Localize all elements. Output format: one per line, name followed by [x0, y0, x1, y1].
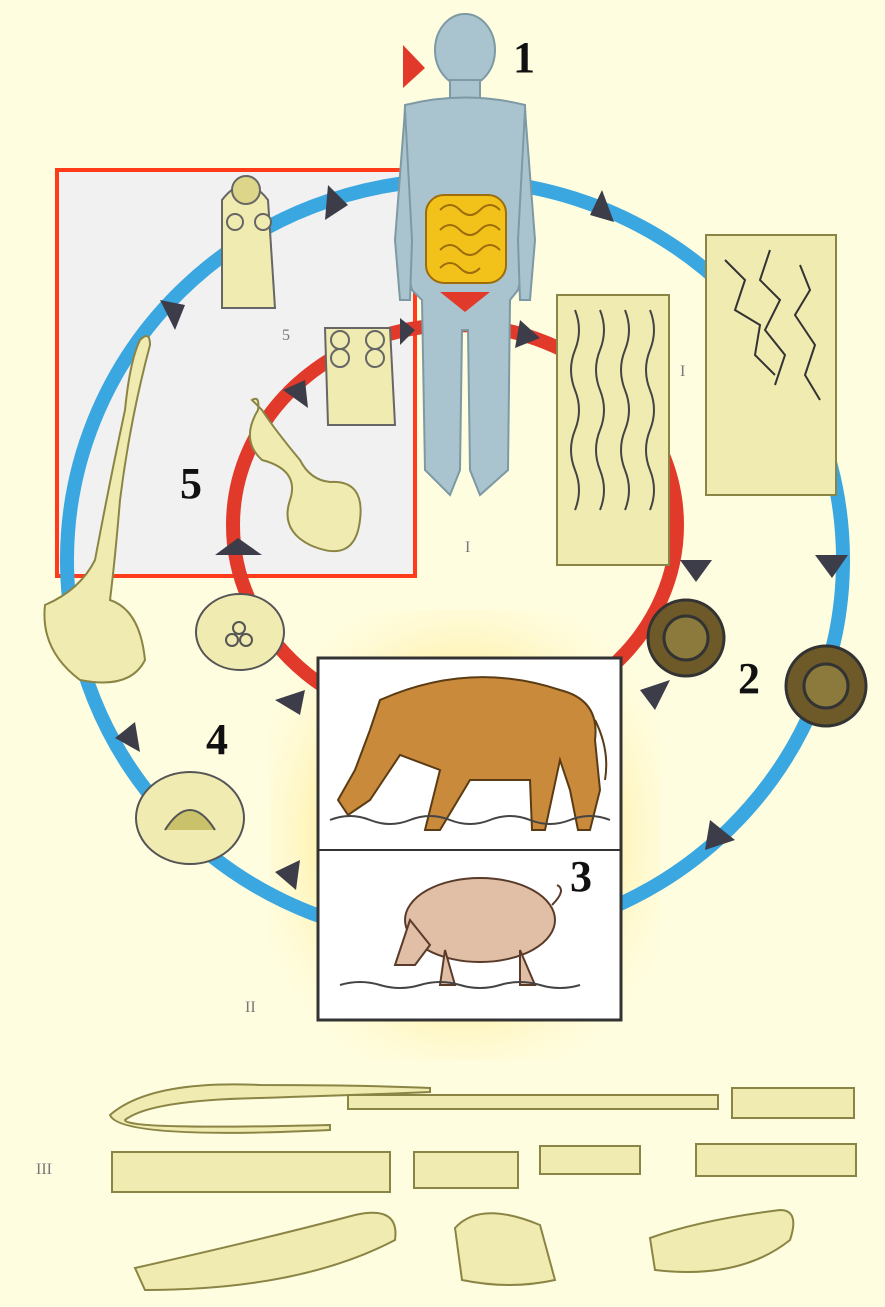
stage-label-1: 1	[513, 36, 535, 80]
roman-label-ii-hosts: II	[245, 1000, 256, 1016]
scolex-lower	[325, 328, 395, 425]
red-marker-icon	[403, 45, 425, 88]
roman-label-iii-segments: III	[36, 1162, 52, 1178]
roman-label-i-human: I	[465, 540, 470, 556]
scolex-upper	[222, 176, 275, 308]
muscle-tissue-left	[557, 295, 669, 565]
cyst-2-left	[648, 600, 724, 676]
cyst-cut-lower	[136, 772, 244, 864]
tapeworm-segments	[110, 1084, 856, 1290]
stage-label-5: 5	[180, 462, 202, 506]
cyst-cut-upper	[196, 594, 284, 670]
muscle-tissue-right	[706, 235, 836, 495]
roman-label-5-small: 5	[282, 328, 290, 344]
intestine	[426, 195, 506, 283]
stage-label-2: 2	[738, 657, 760, 701]
stage-label-3: 3	[570, 855, 592, 899]
roman-label-i-proglottid: I	[680, 364, 685, 380]
arrow-icon	[680, 560, 712, 582]
cyst-2-right	[786, 646, 866, 726]
adult-worm-long	[44, 336, 150, 683]
arrow-icon	[215, 538, 262, 555]
stage-label-4: 4	[206, 718, 228, 762]
